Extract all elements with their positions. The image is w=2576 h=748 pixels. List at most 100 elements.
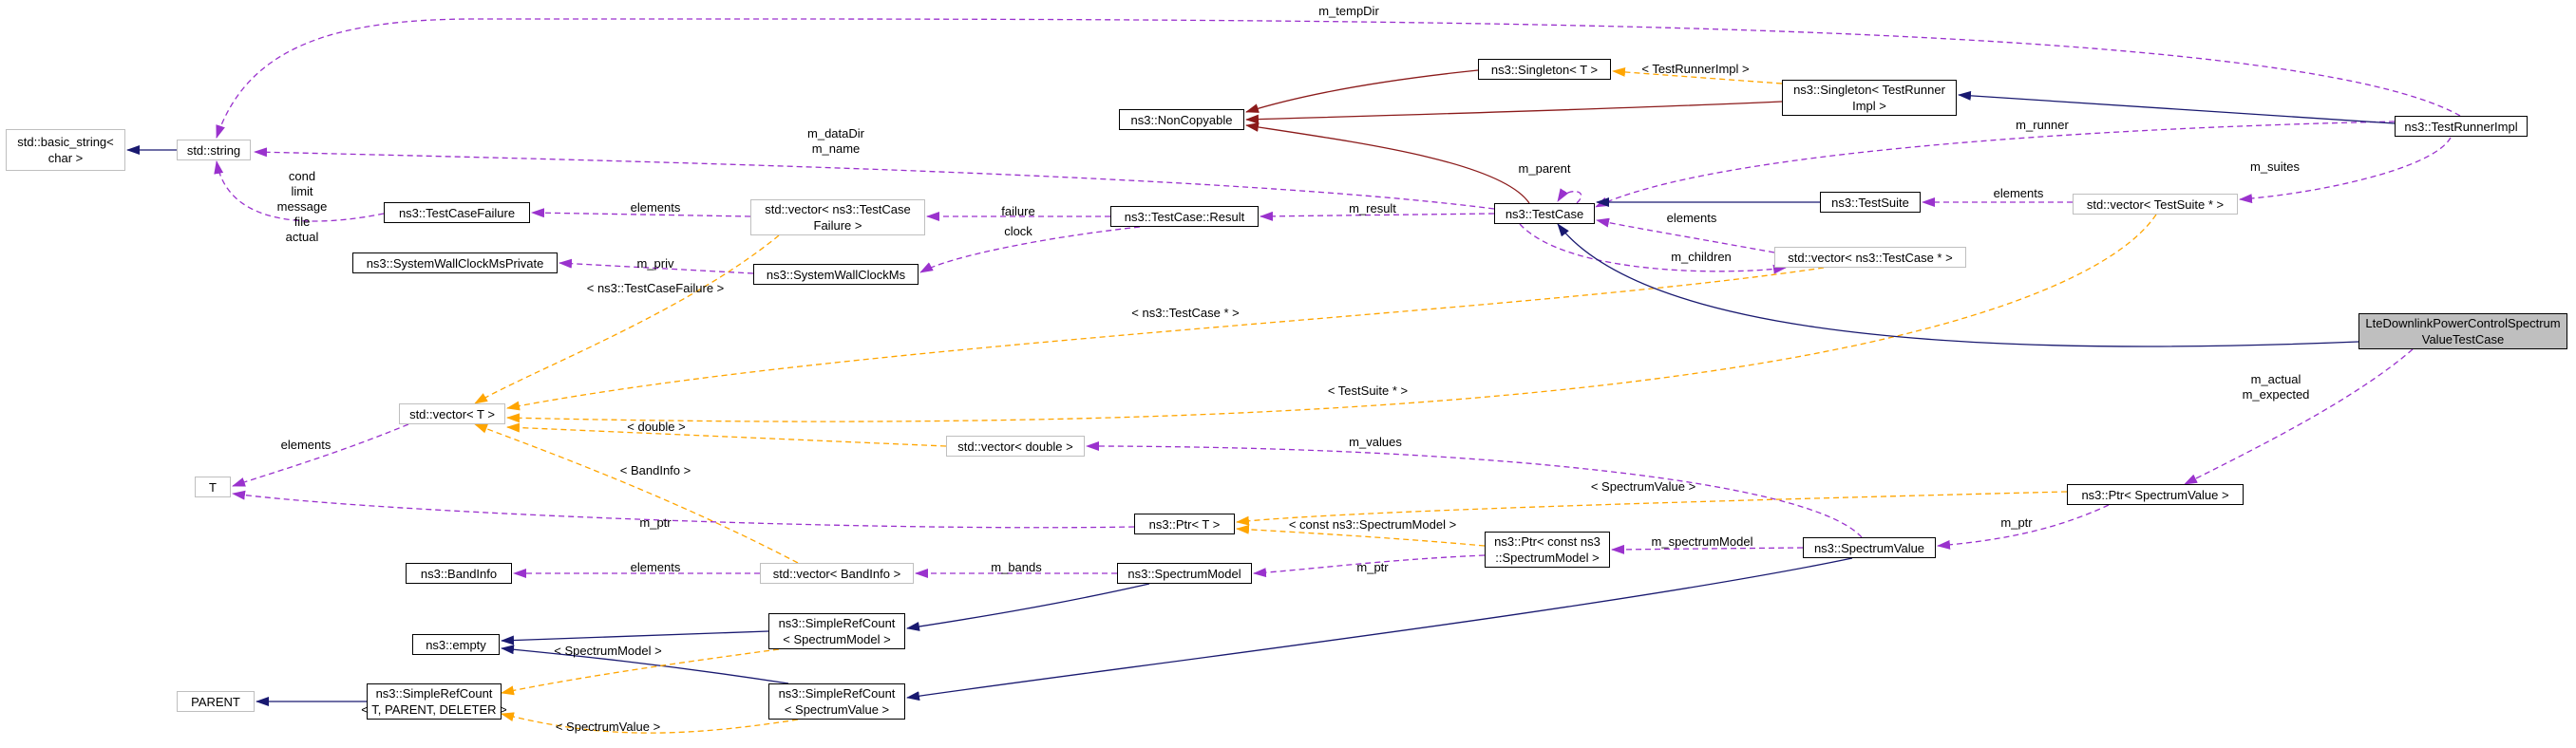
edge-label-m-suites: m_suites — [2250, 159, 2300, 175]
edge-label-m-temp-dir: m_tempDir — [1318, 4, 1379, 19]
class-node-label: ns3::TestRunnerImpl — [2404, 119, 2518, 134]
class-node-result[interactable]: ns3::TestCase::Result — [1110, 206, 1259, 227]
class-node-label: ns3::TestCase — [1505, 206, 1584, 221]
edge-label-line: m_values — [1349, 435, 1402, 449]
class-node-non-copyable[interactable]: ns3::NonCopyable — [1119, 109, 1244, 130]
edge-label-m-spectrum-model: m_spectrumModel — [1652, 534, 1753, 550]
class-node-vec-band-info[interactable]: std::vector< BandInfo > — [760, 563, 914, 584]
class-node-ptr-t[interactable]: ns3::Ptr< T > — [1134, 514, 1235, 534]
edge-label-m-ptr-sm: m_ptr — [1356, 560, 1388, 575]
class-node-empty[interactable]: ns3::empty — [412, 634, 500, 655]
class-node-src-t[interactable]: ns3::SimpleRefCount< T, PARENT, DELETER … — [361, 683, 507, 720]
edge-label-line: clock — [1004, 224, 1032, 238]
edge-usage-elements-tcf — [531, 208, 751, 218]
edge-usage-data-dir — [254, 147, 1495, 210]
class-node-test-case[interactable]: ns3::TestCase — [1494, 203, 1595, 224]
class-node-src-sv[interactable]: ns3::SimpleRefCount< SpectrumValue > — [768, 683, 905, 720]
class-node-vec-double[interactable]: std::vector< double > — [946, 436, 1085, 457]
edge-usage-m-ptr-sv — [1937, 504, 2110, 550]
edge-usage-m-ptr-sm — [1253, 554, 1486, 578]
class-node-src-sm[interactable]: ns3::SimpleRefCount< SpectrumModel > — [768, 613, 905, 649]
edge-usage-suites — [2239, 137, 2452, 204]
class-node-vec-test-suite[interactable]: std::vector< TestSuite * > — [2073, 194, 2238, 215]
edge-label-arg-sv-src: < SpectrumValue > — [556, 720, 660, 735]
class-node-singleton-t[interactable]: ns3::Singleton< T > — [1478, 59, 1611, 80]
edge-label-line: elements — [630, 560, 681, 574]
class-node-sys-wall-priv[interactable]: ns3::SystemWallClockMsPrivate — [352, 252, 558, 273]
class-node-string[interactable]: std::string — [177, 140, 251, 160]
edge-usage-m-ptr-t — [232, 490, 1135, 529]
edge-label-arg-constsm: < const ns3::SpectrumModel > — [1289, 517, 1456, 533]
class-node-test-case-failure[interactable]: ns3::TestCaseFailure — [384, 202, 530, 223]
edge-label-elements-bi: elements — [631, 560, 681, 575]
class-node-label: T — [209, 479, 217, 495]
class-node-label: std::vector< ns3::TestCase * > — [1788, 250, 1953, 265]
class-node-label: char > — [47, 151, 84, 165]
edge-label-line: message — [276, 199, 328, 214]
edge-template-arg-tcf — [474, 234, 780, 404]
edge-usage-m-priv — [559, 258, 754, 274]
class-node-ptr-sv[interactable]: ns3::Ptr< SpectrumValue > — [2067, 484, 2244, 505]
edge-label-line: m_ptr — [639, 515, 672, 530]
edge-label-m-ptr-t: m_ptr — [639, 515, 671, 531]
edge-label-m-parent: m_parent — [1519, 161, 1571, 177]
edge-label-line: m_runner — [2016, 118, 2069, 132]
class-node-sys-wall[interactable]: ns3::SystemWallClockMs — [753, 264, 919, 285]
edge-usage-runner — [1595, 121, 2396, 208]
edge-label-line: m_spectrumModel — [1651, 534, 1753, 549]
edge-label-tri-arg: < TestRunnerImpl > — [1641, 62, 1749, 77]
class-node-vector-t[interactable]: std::vector< T > — [399, 403, 505, 424]
edge-label-line: < BandInfo > — [619, 463, 691, 477]
class-node-label: ns3::Singleton< T > — [1490, 62, 1599, 77]
edge-template-arg-constsm — [1236, 524, 1486, 547]
class-node-label: std::vector< T > — [409, 406, 495, 421]
edge-template-arg-bandinfo — [474, 423, 799, 564]
edge-label-line: < double > — [627, 420, 686, 434]
edge-inherit-sm-src — [906, 583, 1150, 631]
class-node-label: ns3::SystemWallClockMsPrivate — [366, 255, 544, 271]
class-node-spectrum-model[interactable]: ns3::SpectrumModel — [1117, 563, 1252, 584]
edge-template-arg-sv — [1236, 491, 2068, 526]
edge-label-line: m_expected — [2242, 387, 2310, 402]
class-node-ptr-const-sm[interactable]: ns3::Ptr< const ns3::SpectrumModel > — [1485, 532, 1610, 568]
edge-label-line: elements — [1666, 211, 1717, 225]
edge-label-line: m_dataDir — [807, 126, 864, 140]
edge-label-line: < SpectrumModel > — [554, 644, 662, 658]
edge-label-arg-tc: < ns3::TestCase * > — [1131, 306, 1239, 321]
class-node-label: std::string — [186, 142, 241, 158]
class-node-parent[interactable]: PARENT — [177, 691, 255, 712]
class-node-spectrum-value[interactable]: ns3::SpectrumValue — [1803, 537, 1936, 558]
class-node-label: ns3::Ptr< SpectrumValue > — [2081, 487, 2229, 502]
edge-label-arg-bandinfo: < BandInfo > — [620, 463, 691, 478]
class-node-label: Failure > — [813, 218, 862, 233]
edge-label-line: actual — [285, 230, 319, 244]
class-node-t[interactable]: T — [195, 477, 231, 497]
edge-label-line: m_name — [811, 141, 861, 156]
class-node-label: ns3::Singleton< TestRunner — [1793, 83, 1945, 97]
class-node-label: ns3::SimpleRefCount — [778, 686, 896, 701]
class-node-band-info[interactable]: ns3::BandInfo — [406, 563, 512, 584]
class-node-label: std::vector< double > — [957, 439, 1073, 454]
edge-usage-temp-dir — [216, 18, 2461, 139]
class-node-label: Impl > — [1852, 99, 1886, 113]
edge-label-line: failure — [1001, 204, 1035, 218]
class-node-test-suite[interactable]: ns3::TestSuite — [1820, 192, 1921, 213]
edge-usage-m-children — [1519, 223, 1787, 274]
class-node-vec-test-case[interactable]: std::vector< ns3::TestCase * > — [1774, 247, 1966, 268]
class-node-label: LteDownlinkPowerControlSpectrum — [2365, 316, 2561, 330]
class-node-basic-string[interactable]: std::basic_string<char > — [6, 129, 125, 171]
edge-label-line: < TestRunnerImpl > — [1641, 62, 1750, 76]
edge-usage-elements-t — [232, 423, 409, 487]
edge-usage-parent — [1557, 188, 1582, 204]
edge-usage-m-values — [1086, 441, 1863, 538]
edge-label-m-children: m_children — [1671, 250, 1732, 265]
edge-label-line: elements — [630, 200, 681, 215]
edge-label-line: m_ptr — [2000, 515, 2033, 530]
class-node-label: < SpectrumModel > — [783, 632, 891, 646]
class-node-test-runner-impl[interactable]: ns3::TestRunnerImpl — [2395, 116, 2528, 137]
